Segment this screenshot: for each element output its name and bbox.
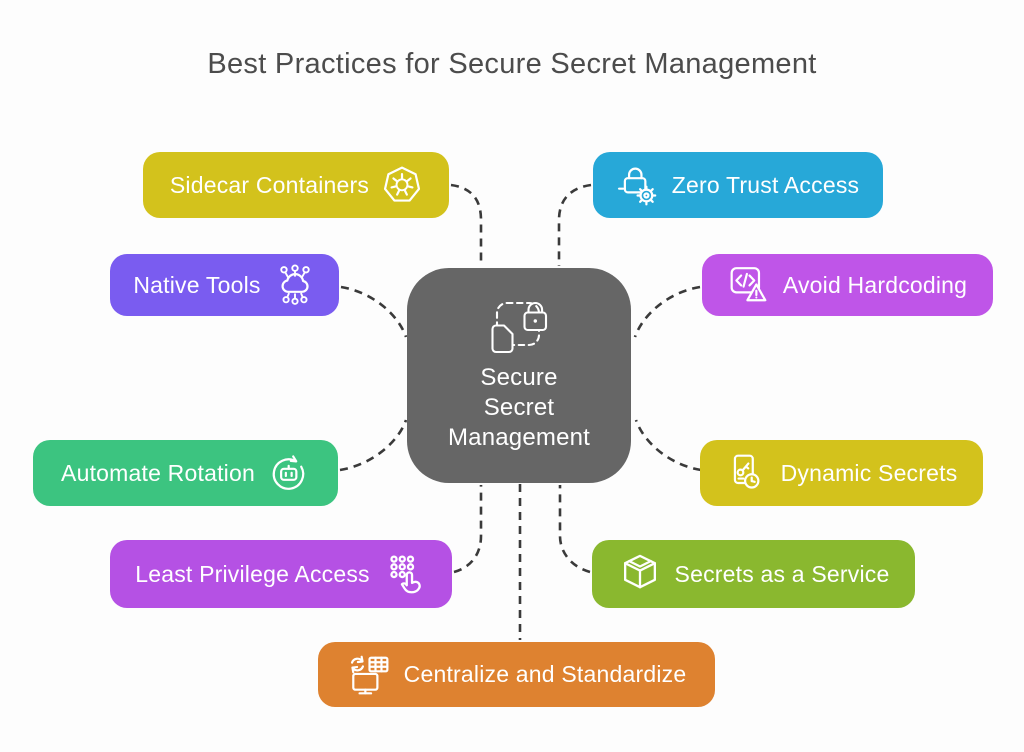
- connector-secrets-service: [558, 485, 591, 574]
- cube-icon: [623, 554, 656, 589]
- keypad-hand-icon: [390, 555, 421, 594]
- node-avoid-hardcoding: Avoid Hardcoding: [702, 254, 993, 316]
- connector-sidecar: [450, 183, 483, 266]
- code-warning-icon: [730, 267, 767, 302]
- node-label: Least Privilege Access: [135, 560, 370, 587]
- node-dynamic-secrets: Dynamic Secrets: [700, 440, 983, 506]
- diagram-title: Best Practices for Secure Secret Managem…: [207, 48, 817, 80]
- node-label: Centralize and Standardize: [403, 661, 687, 687]
- cloud-network-icon: [279, 264, 310, 305]
- connector-automate-rotation: [339, 419, 408, 472]
- node-automate-rotation: Automate Rotation: [33, 440, 338, 506]
- connector-dynamic-secrets: [634, 419, 702, 472]
- connector-least-privilege: [453, 485, 483, 574]
- lock-gear-icon: [617, 167, 657, 206]
- kubernetes-icon: [384, 166, 421, 202]
- robot-rotation-icon: [272, 455, 305, 490]
- node-label: Automate Rotation: [61, 459, 255, 486]
- connector-native-tools: [340, 285, 408, 338]
- key-clock-icon: [733, 454, 760, 489]
- node-label: Dynamic Secrets: [780, 459, 958, 486]
- node-secrets-as-a-service: Secrets as a Service: [592, 540, 915, 608]
- connector-zero-trust: [557, 183, 592, 266]
- node-native-tools: Native Tools: [110, 254, 339, 316]
- central-node-secure-secret-management: Secure Secret Management: [407, 268, 631, 483]
- node-sidecar-containers: Sidecar Containers: [143, 152, 449, 218]
- node-label: Sidecar Containers: [169, 171, 370, 198]
- connector-avoid-hardcoding: [633, 285, 701, 338]
- node-label: Native Tools: [133, 271, 261, 298]
- node-label: Zero Trust Access: [671, 171, 860, 198]
- node-label: Avoid Hardcoding: [782, 271, 968, 298]
- lock-document-icon: [491, 301, 548, 353]
- monitor-sync-icon: [350, 655, 389, 694]
- node-zero-trust-access: Zero Trust Access: [593, 152, 883, 218]
- node-centralize-and-standardize: Centralize and Standardize: [318, 642, 715, 707]
- central-node-label: Secure Secret Management: [447, 363, 591, 451]
- node-label: Secrets as a Service: [674, 560, 890, 587]
- node-least-privilege-access: Least Privilege Access: [110, 540, 452, 608]
